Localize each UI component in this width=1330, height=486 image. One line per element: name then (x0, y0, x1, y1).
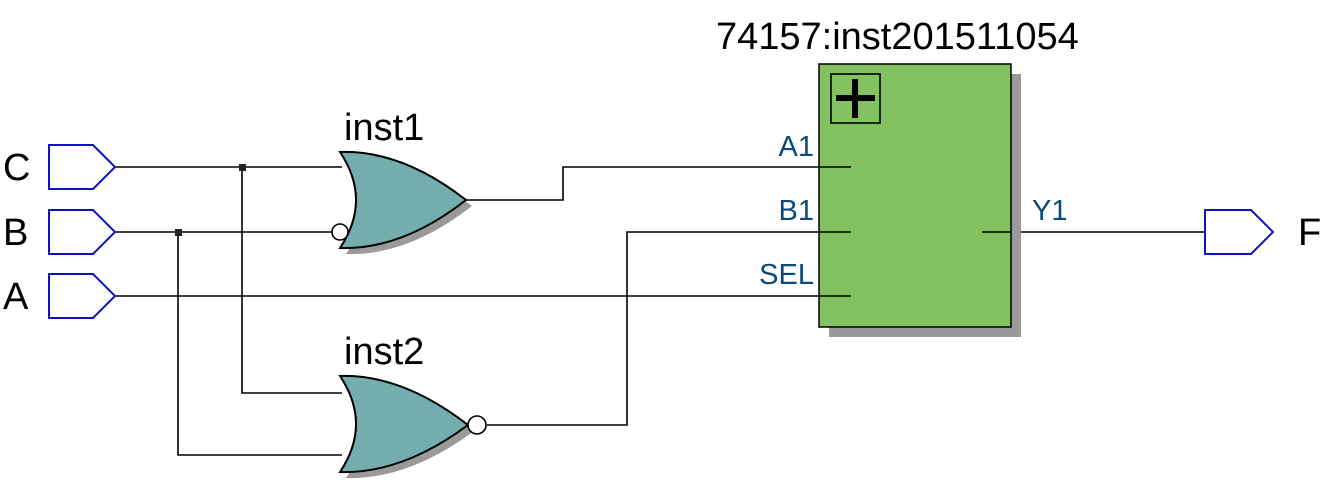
mux-title: 74157:inst201511054 (716, 16, 1079, 58)
wire-inst1-a1 (466, 166, 851, 201)
input-label-c: C (3, 147, 30, 189)
inverter-bubble (331, 223, 349, 241)
wire-inst2-b1 (487, 231, 851, 426)
wires (115, 164, 1205, 456)
gate-inst2[interactable]: inst2 (338, 331, 487, 479)
input-label-a: A (3, 276, 29, 318)
gate-label-inst1: inst1 (344, 107, 424, 149)
gate-label-inst2: inst2 (344, 331, 424, 373)
junction-dot (239, 164, 246, 171)
port-label-sel: SEL (759, 259, 814, 291)
input-pin-b[interactable]: B (3, 209, 117, 255)
input-label-b: B (3, 212, 28, 254)
wire-c-branch (241, 167, 342, 394)
output-label-f: F (1298, 212, 1321, 254)
port-label-y1: Y1 (1032, 195, 1067, 227)
inverter-bubble (467, 415, 487, 435)
expand-icon[interactable] (830, 73, 881, 124)
input-pin-a[interactable]: A (3, 273, 117, 319)
port-label-a1: A1 (779, 131, 814, 163)
mux-block[interactable]: 74157:inst201511054 A1 B1 SEL Y1 (716, 16, 1079, 337)
junction-dot (175, 229, 182, 236)
input-pin-c[interactable]: C (3, 144, 117, 190)
port-label-b1: B1 (779, 195, 814, 227)
output-pin-f[interactable]: F (1204, 209, 1321, 255)
gate-inst1[interactable]: inst1 (331, 107, 472, 255)
wire-b-branch (177, 232, 342, 456)
